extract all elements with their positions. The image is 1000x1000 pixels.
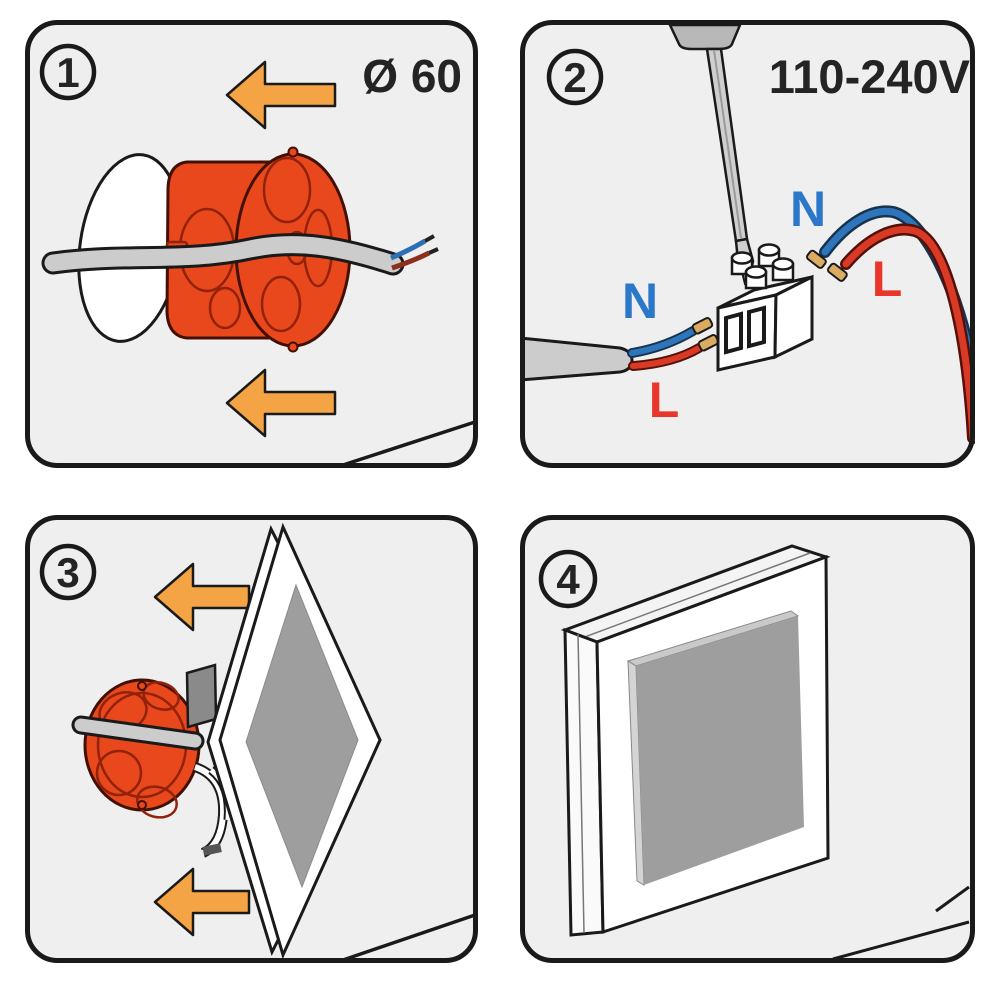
diameter-label: Ø 60	[362, 50, 462, 102]
live-wire-tip	[391, 250, 431, 271]
step-number: 1	[56, 49, 79, 96]
wire-ferrule	[827, 262, 848, 282]
wire-ferrule	[806, 249, 827, 269]
panel-border	[520, 515, 975, 963]
installed-light-illustration	[560, 544, 831, 937]
step-number: 2	[563, 54, 586, 101]
push-arrow-top-icon	[225, 60, 337, 130]
wall-plate-illustration	[206, 522, 382, 960]
step-2-panel: N L N L 2 110-240V	[520, 20, 975, 468]
live-label-supply: L	[649, 372, 680, 428]
step-number-badge: 4	[538, 549, 598, 609]
plate-window	[245, 583, 359, 889]
step-1-panel: 1 Ø 60	[25, 20, 478, 468]
neutral-label-fixture: N	[790, 181, 826, 237]
mounting-clamp	[185, 663, 218, 729]
step-number-badge: 2	[546, 48, 604, 106]
wall-corner-line	[342, 913, 476, 962]
step-number: 3	[56, 549, 79, 596]
step-number: 4	[556, 556, 580, 603]
panel-border	[520, 20, 975, 468]
neutral-label-supply: N	[622, 273, 658, 329]
push-arrow-bottom-icon	[153, 867, 251, 937]
terminal-block-illustration	[716, 243, 814, 372]
power-cable-illustration	[71, 715, 205, 751]
live-label-fixture: L	[872, 251, 903, 307]
wire-ferrule	[691, 317, 714, 335]
terminal-hole	[724, 311, 743, 355]
wall-corner-lines	[832, 885, 970, 961]
terminal-hole	[747, 305, 766, 349]
step-number-badge: 1	[39, 43, 97, 101]
flush-mount-box-illustration	[83, 678, 201, 819]
push-arrow-top-icon	[153, 562, 251, 632]
neutral-wire-tip	[390, 238, 427, 261]
light-window	[636, 616, 804, 885]
panel-border	[25, 515, 478, 963]
step-3-panel: 3	[25, 515, 478, 963]
panel-border	[25, 20, 478, 468]
push-arrow-bottom-icon	[225, 368, 337, 438]
step-number-badge: 3	[39, 543, 97, 601]
wall-corner-line	[342, 420, 476, 467]
fixture-wires-illustration	[806, 205, 975, 444]
step-4-panel: 4	[520, 515, 975, 963]
voltage-label: 110-240V	[769, 50, 971, 103]
terminal-screw-posts	[730, 243, 795, 290]
screwdriver-icon	[668, 23, 755, 285]
power-cable-illustration	[41, 233, 439, 276]
